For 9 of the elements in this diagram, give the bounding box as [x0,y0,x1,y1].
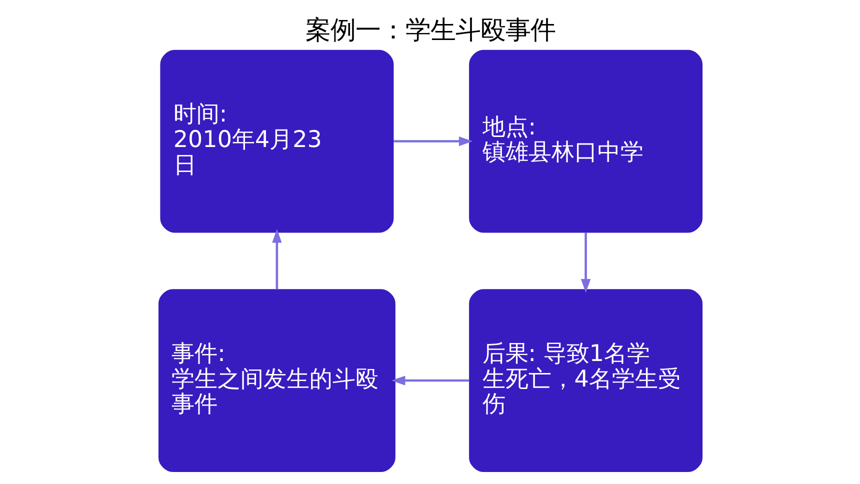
diagram-title: 案例一：学生斗殴事件 [305,14,555,44]
node-box: 地点: 镇雄县林口中学 [468,49,702,232]
arrow [390,375,469,385]
arrow [272,228,282,289]
node-box: 事件: 学生之间发生的斗殴事件 [158,288,395,472]
arrow [393,136,472,146]
node-box: 后果: 导致1名学生死亡，4名学生受伤 [468,288,702,472]
node-box: 时间: 2010年4月23日 [160,49,394,232]
arrow [580,232,590,292]
